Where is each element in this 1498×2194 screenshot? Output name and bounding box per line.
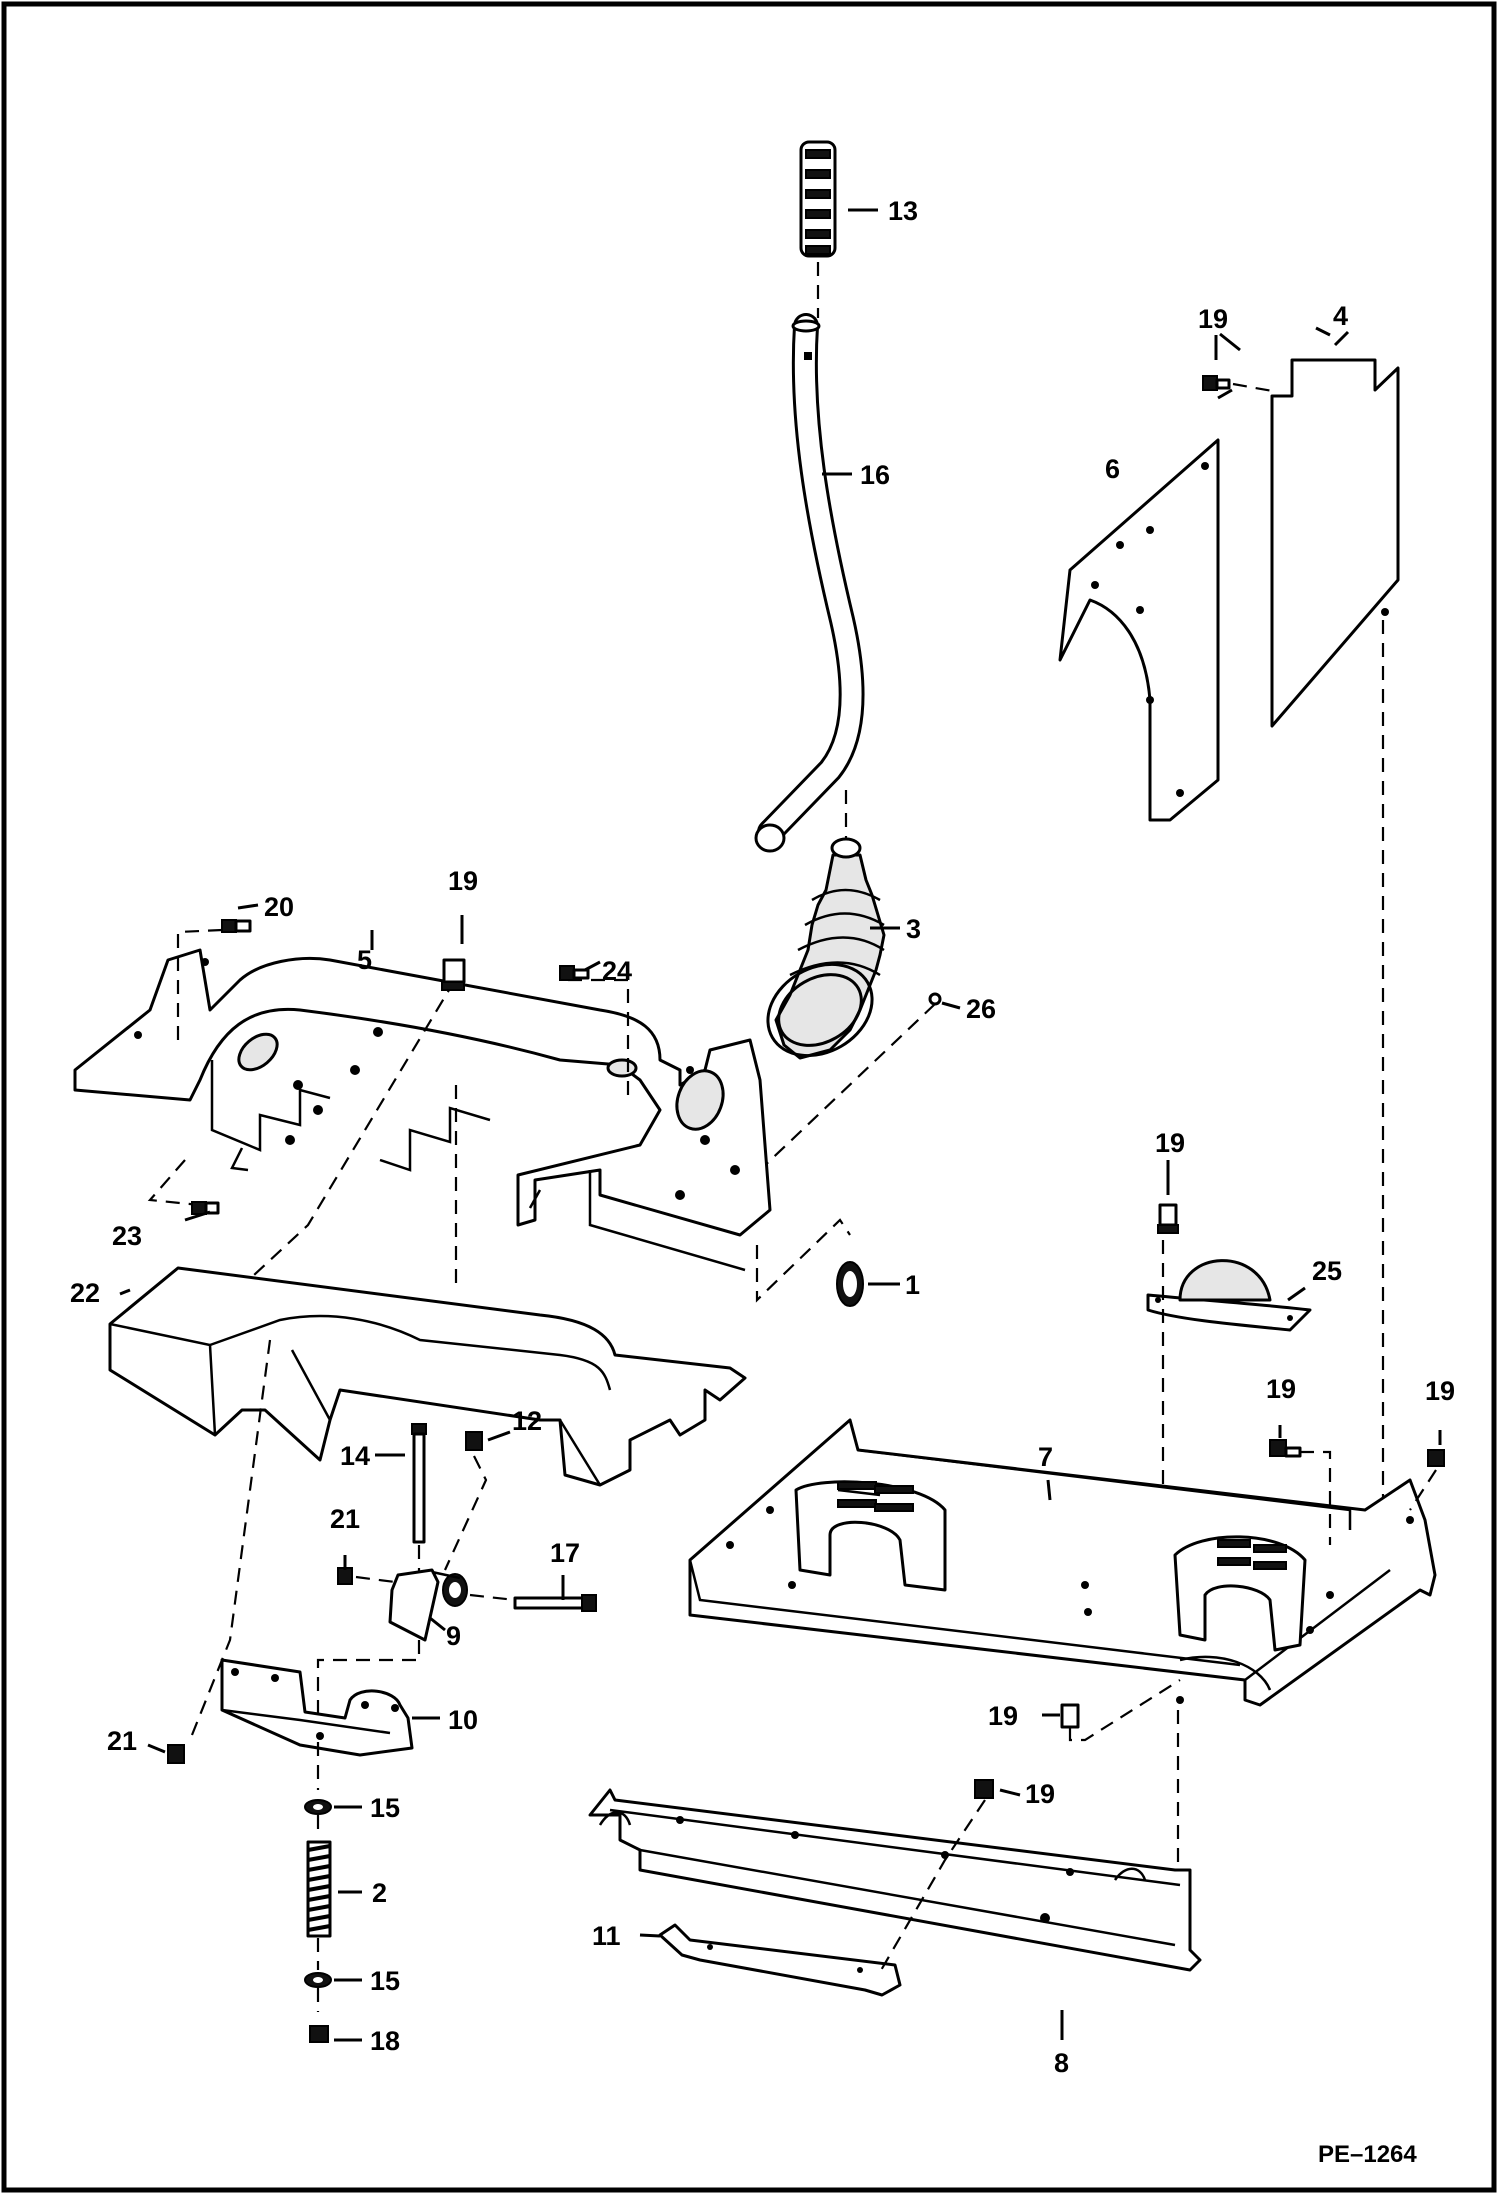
callout-1: 1	[905, 1270, 920, 1300]
callout-12: 12	[512, 1406, 542, 1436]
callout-19-dome: 19	[1155, 1128, 1185, 1158]
part-15-washer-upper	[304, 1799, 332, 1815]
callout-26: 26	[966, 994, 996, 1024]
part-13-grip	[799, 140, 837, 258]
callout-21-lower: 21	[107, 1726, 137, 1756]
callout-23: 23	[112, 1221, 142, 1251]
part-17-pin	[513, 1594, 597, 1612]
callout-10: 10	[448, 1705, 478, 1735]
part-7-frame	[688, 1418, 1437, 1707]
callout-13: 13	[888, 196, 918, 226]
part-19-screw-channel-a	[1060, 1703, 1080, 1729]
part-2-spring	[306, 1840, 332, 1938]
part-1-grommet	[836, 1261, 864, 1307]
callout-2: 2	[372, 1878, 387, 1908]
callout-21-upper: 21	[330, 1504, 360, 1534]
part-15-washer-lower	[304, 1972, 332, 1988]
part-21-nut-lower	[167, 1744, 185, 1764]
part-25-dome	[1146, 1259, 1312, 1332]
callout-8: 8	[1054, 2048, 1069, 2078]
callout-9: 9	[446, 1621, 461, 1651]
callout-5: 5	[357, 945, 372, 975]
callout-19-bracket: 19	[448, 866, 478, 896]
part-12-nut	[465, 1431, 483, 1451]
part-19-screw-bracket	[441, 958, 466, 991]
callout-11: 11	[592, 1921, 621, 1951]
callout-14: 14	[340, 1441, 370, 1471]
part-23-screw	[191, 1201, 220, 1215]
part-11-strip	[658, 1923, 902, 1997]
callout-15-upper: 15	[370, 1793, 400, 1823]
part-18-nut	[309, 2025, 329, 2043]
callout-4: 4	[1333, 301, 1348, 331]
callout-6: 6	[1105, 454, 1120, 484]
callout-16: 16	[860, 460, 890, 490]
part-19-screw-frame	[1269, 1439, 1302, 1458]
callout-15-lower: 15	[370, 1966, 400, 1996]
part-9-block	[388, 1568, 468, 1642]
part-4-plate	[1270, 358, 1400, 728]
callout-19-frame: 19	[1266, 1374, 1296, 1404]
part-5-bracket	[73, 948, 772, 1272]
callout-7: 7	[1038, 1442, 1053, 1472]
callout-3: 3	[906, 914, 921, 944]
part-14-bolt	[411, 1423, 427, 1544]
callout-17: 17	[550, 1538, 580, 1568]
callout-19-frame-right: 19	[1425, 1376, 1455, 1406]
part-19-screw-top	[1202, 375, 1231, 391]
callout-19-top: 19	[1198, 304, 1228, 334]
part-20-screw	[221, 919, 252, 933]
callout-19-channel-a: 19	[988, 1701, 1018, 1731]
part-26-fastener	[928, 992, 942, 1006]
part-19-screw-frame-right	[1427, 1449, 1445, 1467]
callout-18: 18	[370, 2026, 400, 2056]
part-24-screw	[559, 965, 590, 981]
part-8-channel	[588, 1788, 1202, 1972]
part-19-screw-channel-b	[974, 1779, 994, 1799]
callout-leaders	[119, 208, 1442, 2042]
callout-20: 20	[264, 892, 294, 922]
drawing-reference-code: PE–1264	[1318, 2141, 1417, 2168]
callout-19-channel-b: 19	[1025, 1779, 1055, 1809]
part-19-screw-dome	[1157, 1203, 1179, 1234]
part-10-bracket	[220, 1658, 414, 1757]
part-3-boot	[766, 837, 886, 1060]
part-22-pad	[108, 1266, 747, 1487]
part-21-nut-upper	[337, 1567, 353, 1585]
part-6-plate	[1058, 438, 1220, 822]
callout-24: 24	[602, 956, 632, 986]
callout-25: 25	[1312, 1256, 1342, 1286]
callout-22: 22	[70, 1278, 100, 1308]
part-16-lever	[754, 313, 865, 853]
